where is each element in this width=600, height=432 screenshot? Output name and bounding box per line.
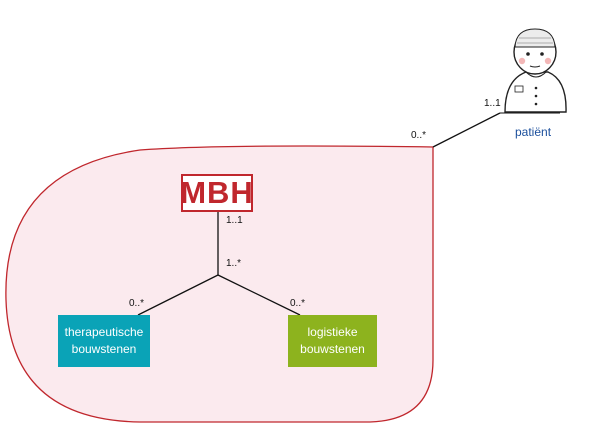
therapeutic-line1: therapeutische bbox=[64, 325, 144, 339]
patient-label: patiënt bbox=[515, 125, 552, 139]
multiplicity-mbh-top: 1..1 bbox=[226, 215, 243, 226]
patient-association-line bbox=[432, 112, 501, 148]
multiplicity-patient-side: 1..1 bbox=[484, 98, 501, 109]
mbh-label: MBH bbox=[180, 175, 254, 210]
logistic-building-blocks: logistieke bouwstenen bbox=[288, 315, 377, 367]
multiplicity-left-branch: 0..* bbox=[129, 298, 145, 309]
therapeutic-building-blocks: therapeutische bouwstenen bbox=[58, 315, 150, 367]
left-branch-line bbox=[137, 274, 219, 316]
logistic-line2: bouwstenen bbox=[300, 342, 365, 356]
logistic-line1: logistieke bbox=[307, 325, 358, 339]
multiplicity-right-branch: 0..* bbox=[290, 298, 306, 309]
therapeutic-line2: bouwstenen bbox=[71, 342, 137, 356]
right-branch-line bbox=[217, 274, 301, 316]
patient-icon bbox=[504, 28, 567, 113]
mbh-box: MBH bbox=[180, 174, 254, 212]
multiplicity-mbh-bottom: 1..* bbox=[226, 258, 242, 269]
multiplicity-blob-side: 0..* bbox=[411, 130, 427, 141]
